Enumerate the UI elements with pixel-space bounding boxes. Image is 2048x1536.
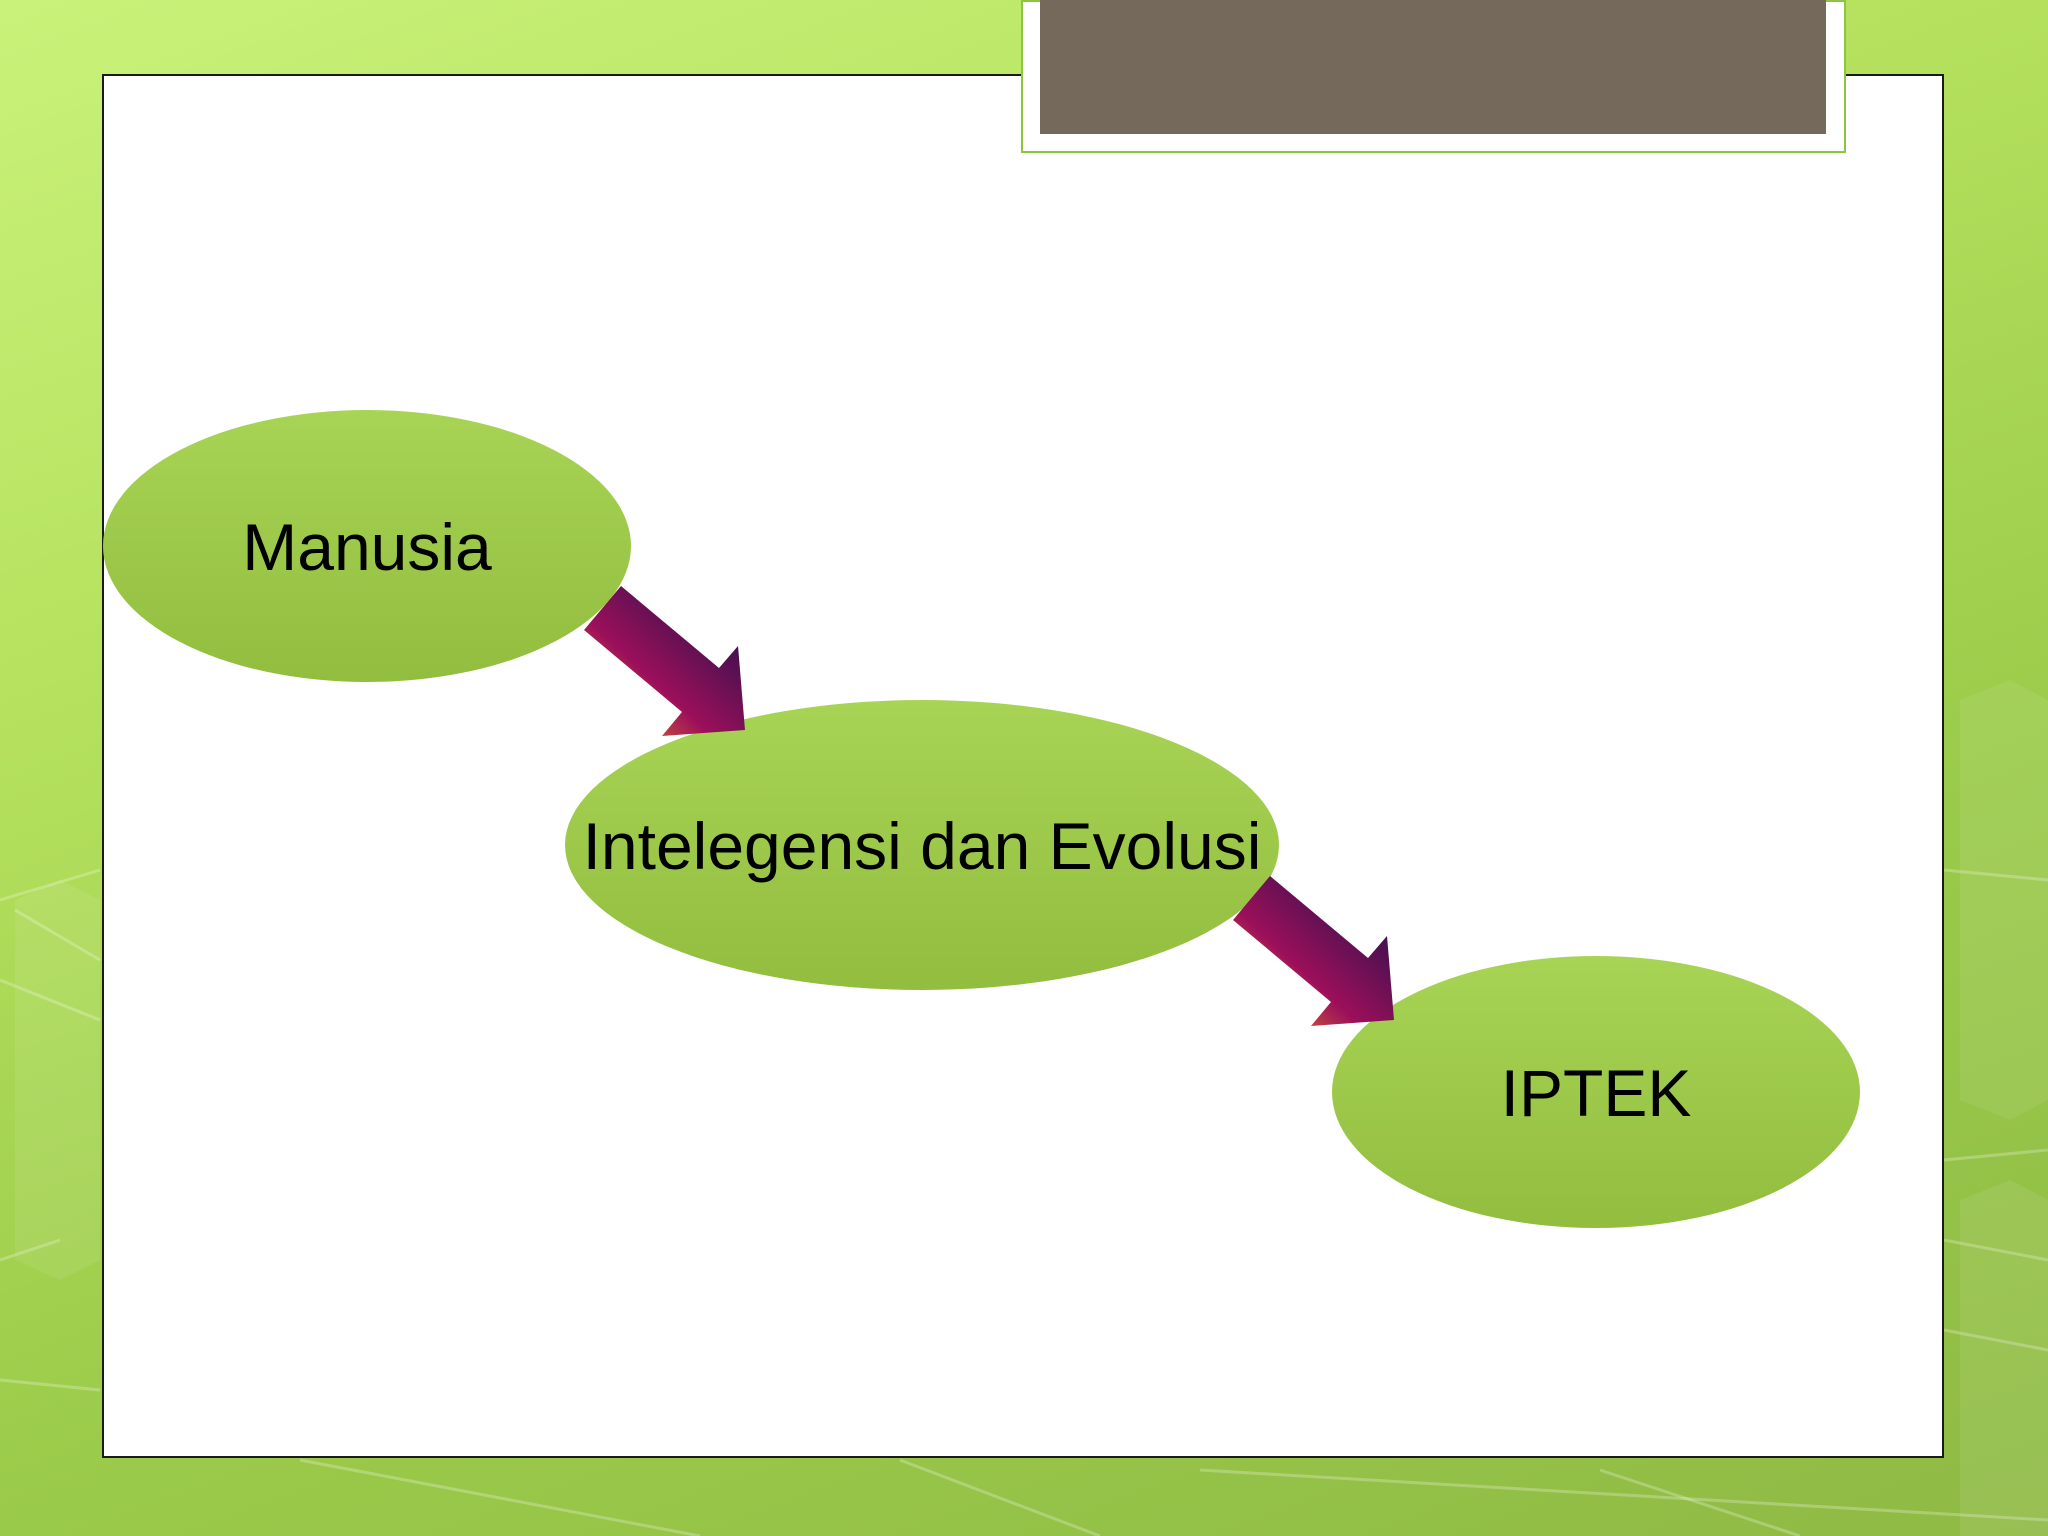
- node-intelegensi-shape: [565, 700, 1279, 990]
- node-manusia-shape: [103, 410, 631, 682]
- node-iptek-label: IPTEK: [1501, 1056, 1692, 1130]
- node-iptek-shape: [1332, 956, 1860, 1228]
- node-intelegensi: Intelegensi dan Evolusi: [565, 700, 1279, 990]
- arrow-manusia-to-intelegensi: [584, 586, 745, 736]
- arrow-intelegensi-to-iptek: [1233, 876, 1394, 1026]
- node-intelegensi-label: Intelegensi dan Evolusi: [583, 809, 1262, 883]
- node-iptek: IPTEK: [1332, 956, 1860, 1228]
- node-manusia: Manusia: [103, 410, 631, 682]
- node-manusia-label: Manusia: [242, 510, 492, 584]
- title-placeholder: [1040, 0, 1826, 134]
